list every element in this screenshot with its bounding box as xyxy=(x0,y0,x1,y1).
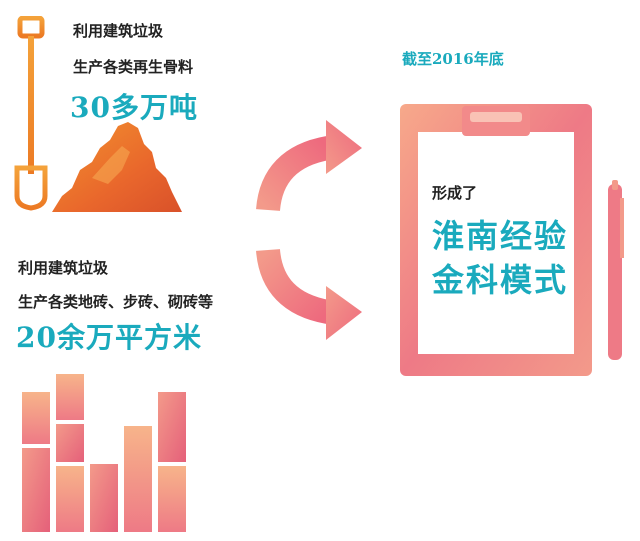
rubble-pile-icon xyxy=(52,122,182,212)
board-line1: 淮南经验 xyxy=(432,217,569,255)
top-left-line1: 利用建筑垃圾 xyxy=(73,22,164,40)
bottom-left-line1: 利用建筑垃圾 xyxy=(18,259,109,277)
pen-icon xyxy=(608,180,624,360)
bricks-icon xyxy=(22,374,186,532)
board-line2: 金科模式 xyxy=(432,261,569,299)
shovel-icon xyxy=(14,16,48,211)
bottom-left-line2: 生产各类地砖、步砖、砌砖等 xyxy=(18,293,214,311)
cycle-arrows-icon xyxy=(256,120,362,340)
top-left-amount: 30多万吨 xyxy=(70,91,198,124)
top-left-line2: 生产各类再生骨料 xyxy=(73,58,194,76)
clipboard-icon xyxy=(400,104,592,376)
board-small-text: 形成了 xyxy=(432,184,478,202)
date-label: 截至2016年底 xyxy=(402,50,504,68)
bottom-left-amount: 20余万平方米 xyxy=(16,321,202,354)
